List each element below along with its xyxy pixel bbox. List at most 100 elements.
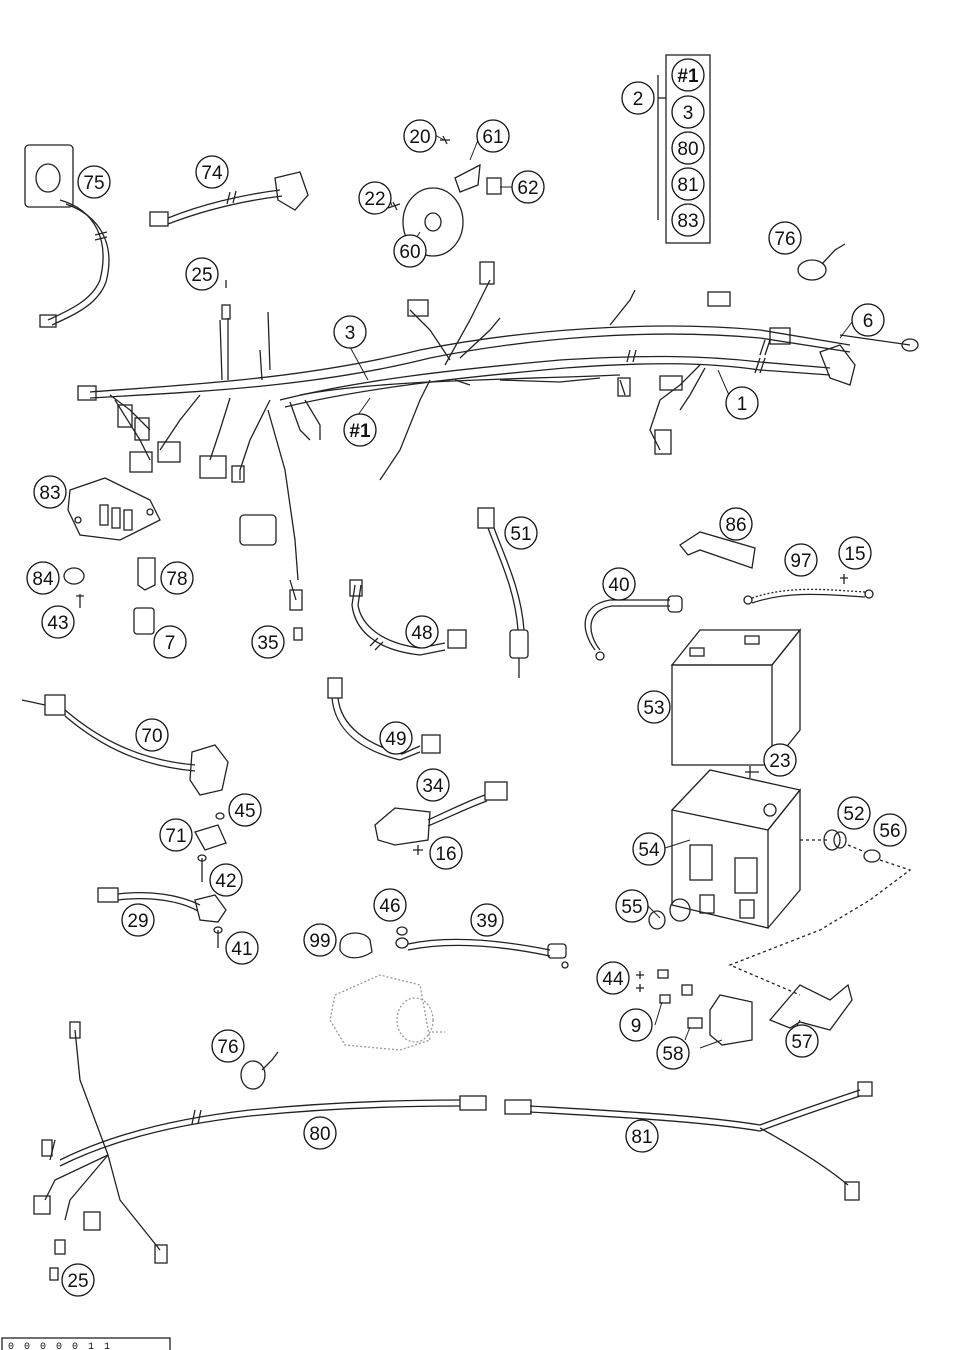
callout-hash-1-label: #1 (349, 421, 371, 442)
callout-9: 9 (619, 1008, 653, 1042)
callout-52-circle (837, 796, 871, 830)
callout-46-label: 46 (379, 896, 400, 917)
callout-58-circle (656, 1036, 690, 1070)
callout-56: 56 (873, 813, 907, 847)
callout-70-label: 70 (141, 726, 162, 747)
callout-78: 78 (160, 561, 194, 595)
callout-22-label: 22 (364, 189, 385, 210)
part-56-washer (863, 849, 881, 863)
callout-52-label: 52 (843, 804, 864, 825)
callout-45-label: 45 (234, 801, 255, 822)
kit-item-1-circle (671, 58, 705, 92)
callout-75-label: 75 (83, 173, 104, 194)
callout-6: 6 (851, 303, 885, 337)
callout-97: 97 (784, 543, 818, 577)
part-39-starter-cable (395, 937, 569, 969)
callout-71: 71 (159, 818, 193, 852)
callout-80: 80 (303, 1116, 337, 1150)
callout-60-label: 60 (399, 242, 420, 263)
callout-60: 60 (393, 234, 427, 268)
callout-54: 54 (632, 832, 666, 866)
callout-40-circle (602, 567, 636, 601)
callout-34: 34 (416, 768, 450, 802)
callout-49-label: 49 (385, 729, 406, 750)
callout-71-circle (159, 818, 193, 852)
callout-25b-circle (61, 1263, 95, 1297)
callout-83-label: 83 (39, 483, 60, 504)
callout-15-circle (838, 536, 872, 570)
callout-97-label: 97 (790, 551, 811, 572)
footer-code: 0 0 0 0 0 1 1 (8, 1342, 112, 1350)
callout-52: 52 (837, 796, 871, 830)
footer-code-box (1, 1337, 171, 1350)
part-15-screw (840, 574, 848, 584)
callout-76b-label: 76 (217, 1037, 238, 1058)
callout-44-label: 44 (602, 969, 624, 990)
callout-2-circle (621, 81, 655, 115)
part-75-switch-harness (24, 144, 110, 328)
callout-3: 3 (333, 315, 367, 349)
callout-44: 44 (596, 961, 630, 995)
kit-item-3: 80 (671, 131, 705, 165)
callout-9-label: 9 (631, 1016, 642, 1037)
callout-46-circle (373, 888, 407, 922)
callout-23-circle (763, 743, 797, 777)
part-25-pin-top (221, 280, 231, 320)
callout-16-label: 16 (435, 844, 456, 865)
callout-84: 84 (26, 561, 60, 595)
callout-23: 23 (763, 743, 797, 777)
callout-57: 57 (785, 1024, 819, 1058)
callout-42-label: 42 (215, 871, 236, 892)
callout-62-circle (511, 170, 545, 204)
callout-3-circle (333, 315, 367, 349)
callout-76a: 76 (768, 221, 802, 255)
callout-54-circle (632, 832, 666, 866)
callout-15-label: 15 (844, 544, 865, 565)
part-45-nut (215, 812, 225, 820)
callout-6-label: 6 (863, 311, 874, 332)
callout-35: 35 (251, 625, 285, 659)
callout-35-label: 35 (257, 633, 278, 654)
kit-item-3-label: 80 (677, 139, 698, 160)
callout-7: 7 (153, 625, 187, 659)
callout-74-label: 74 (201, 163, 223, 184)
callout-56-circle (873, 813, 907, 847)
callout-41: 41 (225, 931, 259, 965)
callout-49: 49 (379, 721, 413, 755)
kit-item-2-label: 3 (683, 103, 694, 124)
part-70-kill-switch (21, 694, 229, 796)
part-55-grommet (648, 898, 691, 930)
callout-42-circle (209, 863, 243, 897)
kit-item-1: #1 (671, 58, 705, 92)
part-41-bolt (213, 926, 223, 948)
callout-62-label: 62 (517, 178, 538, 199)
callout-7-circle (153, 625, 187, 659)
callout-83: 83 (33, 475, 67, 509)
callout-80-label: 80 (309, 1124, 330, 1145)
callout-99-circle (303, 923, 337, 957)
callout-hash-1-circle (343, 413, 377, 447)
callout-34-circle (416, 768, 450, 802)
callout-23-label: 23 (769, 751, 790, 772)
callout-51: 51 (504, 516, 538, 550)
callout-hash-1: #1 (343, 413, 377, 447)
kit-item-5: 83 (671, 203, 705, 237)
callout-22-circle (358, 181, 392, 215)
callout-15: 15 (838, 536, 872, 570)
callout-81: 81 (625, 1119, 659, 1153)
kit-item-2-circle (671, 95, 705, 129)
callout-76b-circle (211, 1029, 245, 1063)
callout-76a-circle (768, 221, 802, 255)
callout-84-circle (26, 561, 60, 595)
part-9-fuses (657, 969, 671, 1004)
callout-41-label: 41 (231, 939, 252, 960)
callout-53-label: 53 (643, 698, 664, 719)
part-34-regulator (374, 781, 508, 846)
kit-item-4-label: 81 (677, 175, 698, 196)
part-83-bracket (67, 477, 161, 541)
kit-box (657, 54, 711, 244)
callout-70: 70 (135, 718, 169, 752)
callout-58-label: 58 (662, 1044, 683, 1065)
callout-80-circle (303, 1116, 337, 1150)
